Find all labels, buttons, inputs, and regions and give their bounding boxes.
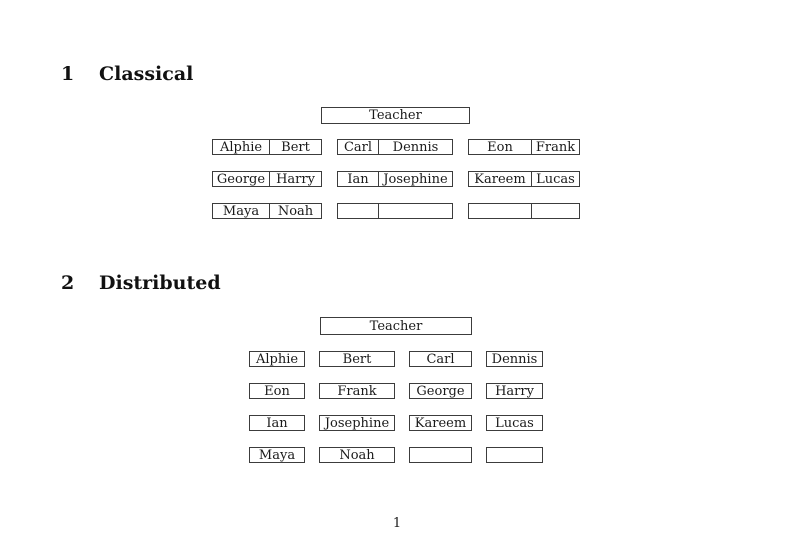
desk-box: Ian xyxy=(249,415,305,431)
seat-cell: Lucas xyxy=(536,172,575,186)
desk-pair-box: Eon Frank xyxy=(468,139,580,155)
teacher-box: Teacher xyxy=(321,107,470,124)
section-number: 1 xyxy=(61,63,75,85)
section-title: Classical xyxy=(99,63,194,85)
seat-cell: Eon xyxy=(469,140,532,154)
seat-cell: Bert xyxy=(281,140,310,154)
desk-box: George xyxy=(409,383,472,399)
seat-cell xyxy=(379,204,452,218)
section-heading-classical: 1 Classical xyxy=(61,63,193,85)
desk-box: Noah xyxy=(319,447,395,463)
desk-box: Josephine xyxy=(319,415,395,431)
section-title: Distributed xyxy=(99,272,221,294)
seat-cell: Alphie xyxy=(213,140,270,154)
desk-box-empty xyxy=(409,447,472,463)
desk-pair-box: Ian Josephine xyxy=(337,171,453,187)
desk-box-empty xyxy=(486,447,543,463)
desk-box: Eon xyxy=(249,383,305,399)
section-heading-distributed: 2 Distributed xyxy=(61,272,221,294)
desk-pair-box: Carl Dennis xyxy=(337,139,453,155)
desk-box: Carl xyxy=(409,351,472,367)
desk-box: Dennis xyxy=(486,351,543,367)
desk-box: Alphie xyxy=(249,351,305,367)
desk-pair-box-empty xyxy=(468,203,580,219)
seat-cell: Noah xyxy=(277,204,314,218)
seat-cell: George xyxy=(213,172,270,186)
seat-cell: Harry xyxy=(276,172,315,186)
desk-box: Maya xyxy=(249,447,305,463)
seat-cell: Kareem xyxy=(469,172,532,186)
seat-cell: Maya xyxy=(213,204,270,218)
desk-box: Frank xyxy=(319,383,395,399)
section-number: 2 xyxy=(61,272,75,294)
seat-cell: Dennis xyxy=(392,140,439,154)
desk-pair-box: Kareem Lucas xyxy=(468,171,580,187)
desk-box: Kareem xyxy=(409,415,472,431)
seat-cell xyxy=(532,204,579,218)
seat-cell: Carl xyxy=(338,140,379,154)
desk-pair-box: George Harry xyxy=(212,171,322,187)
page-number: 1 xyxy=(392,516,402,531)
seat-cell: Frank xyxy=(535,140,576,154)
desk-box: Harry xyxy=(486,383,543,399)
desk-pair-box: Alphie Bert xyxy=(212,139,322,155)
desk-box: Lucas xyxy=(486,415,543,431)
teacher-box: Teacher xyxy=(320,317,472,335)
seat-cell xyxy=(338,204,379,218)
desk-pair-box: Maya Noah xyxy=(212,203,322,219)
seat-cell xyxy=(469,204,532,218)
seat-cell: Ian xyxy=(338,172,379,186)
seat-cell: Josephine xyxy=(383,172,448,186)
desk-pair-box-empty xyxy=(337,203,453,219)
desk-box: Bert xyxy=(319,351,395,367)
